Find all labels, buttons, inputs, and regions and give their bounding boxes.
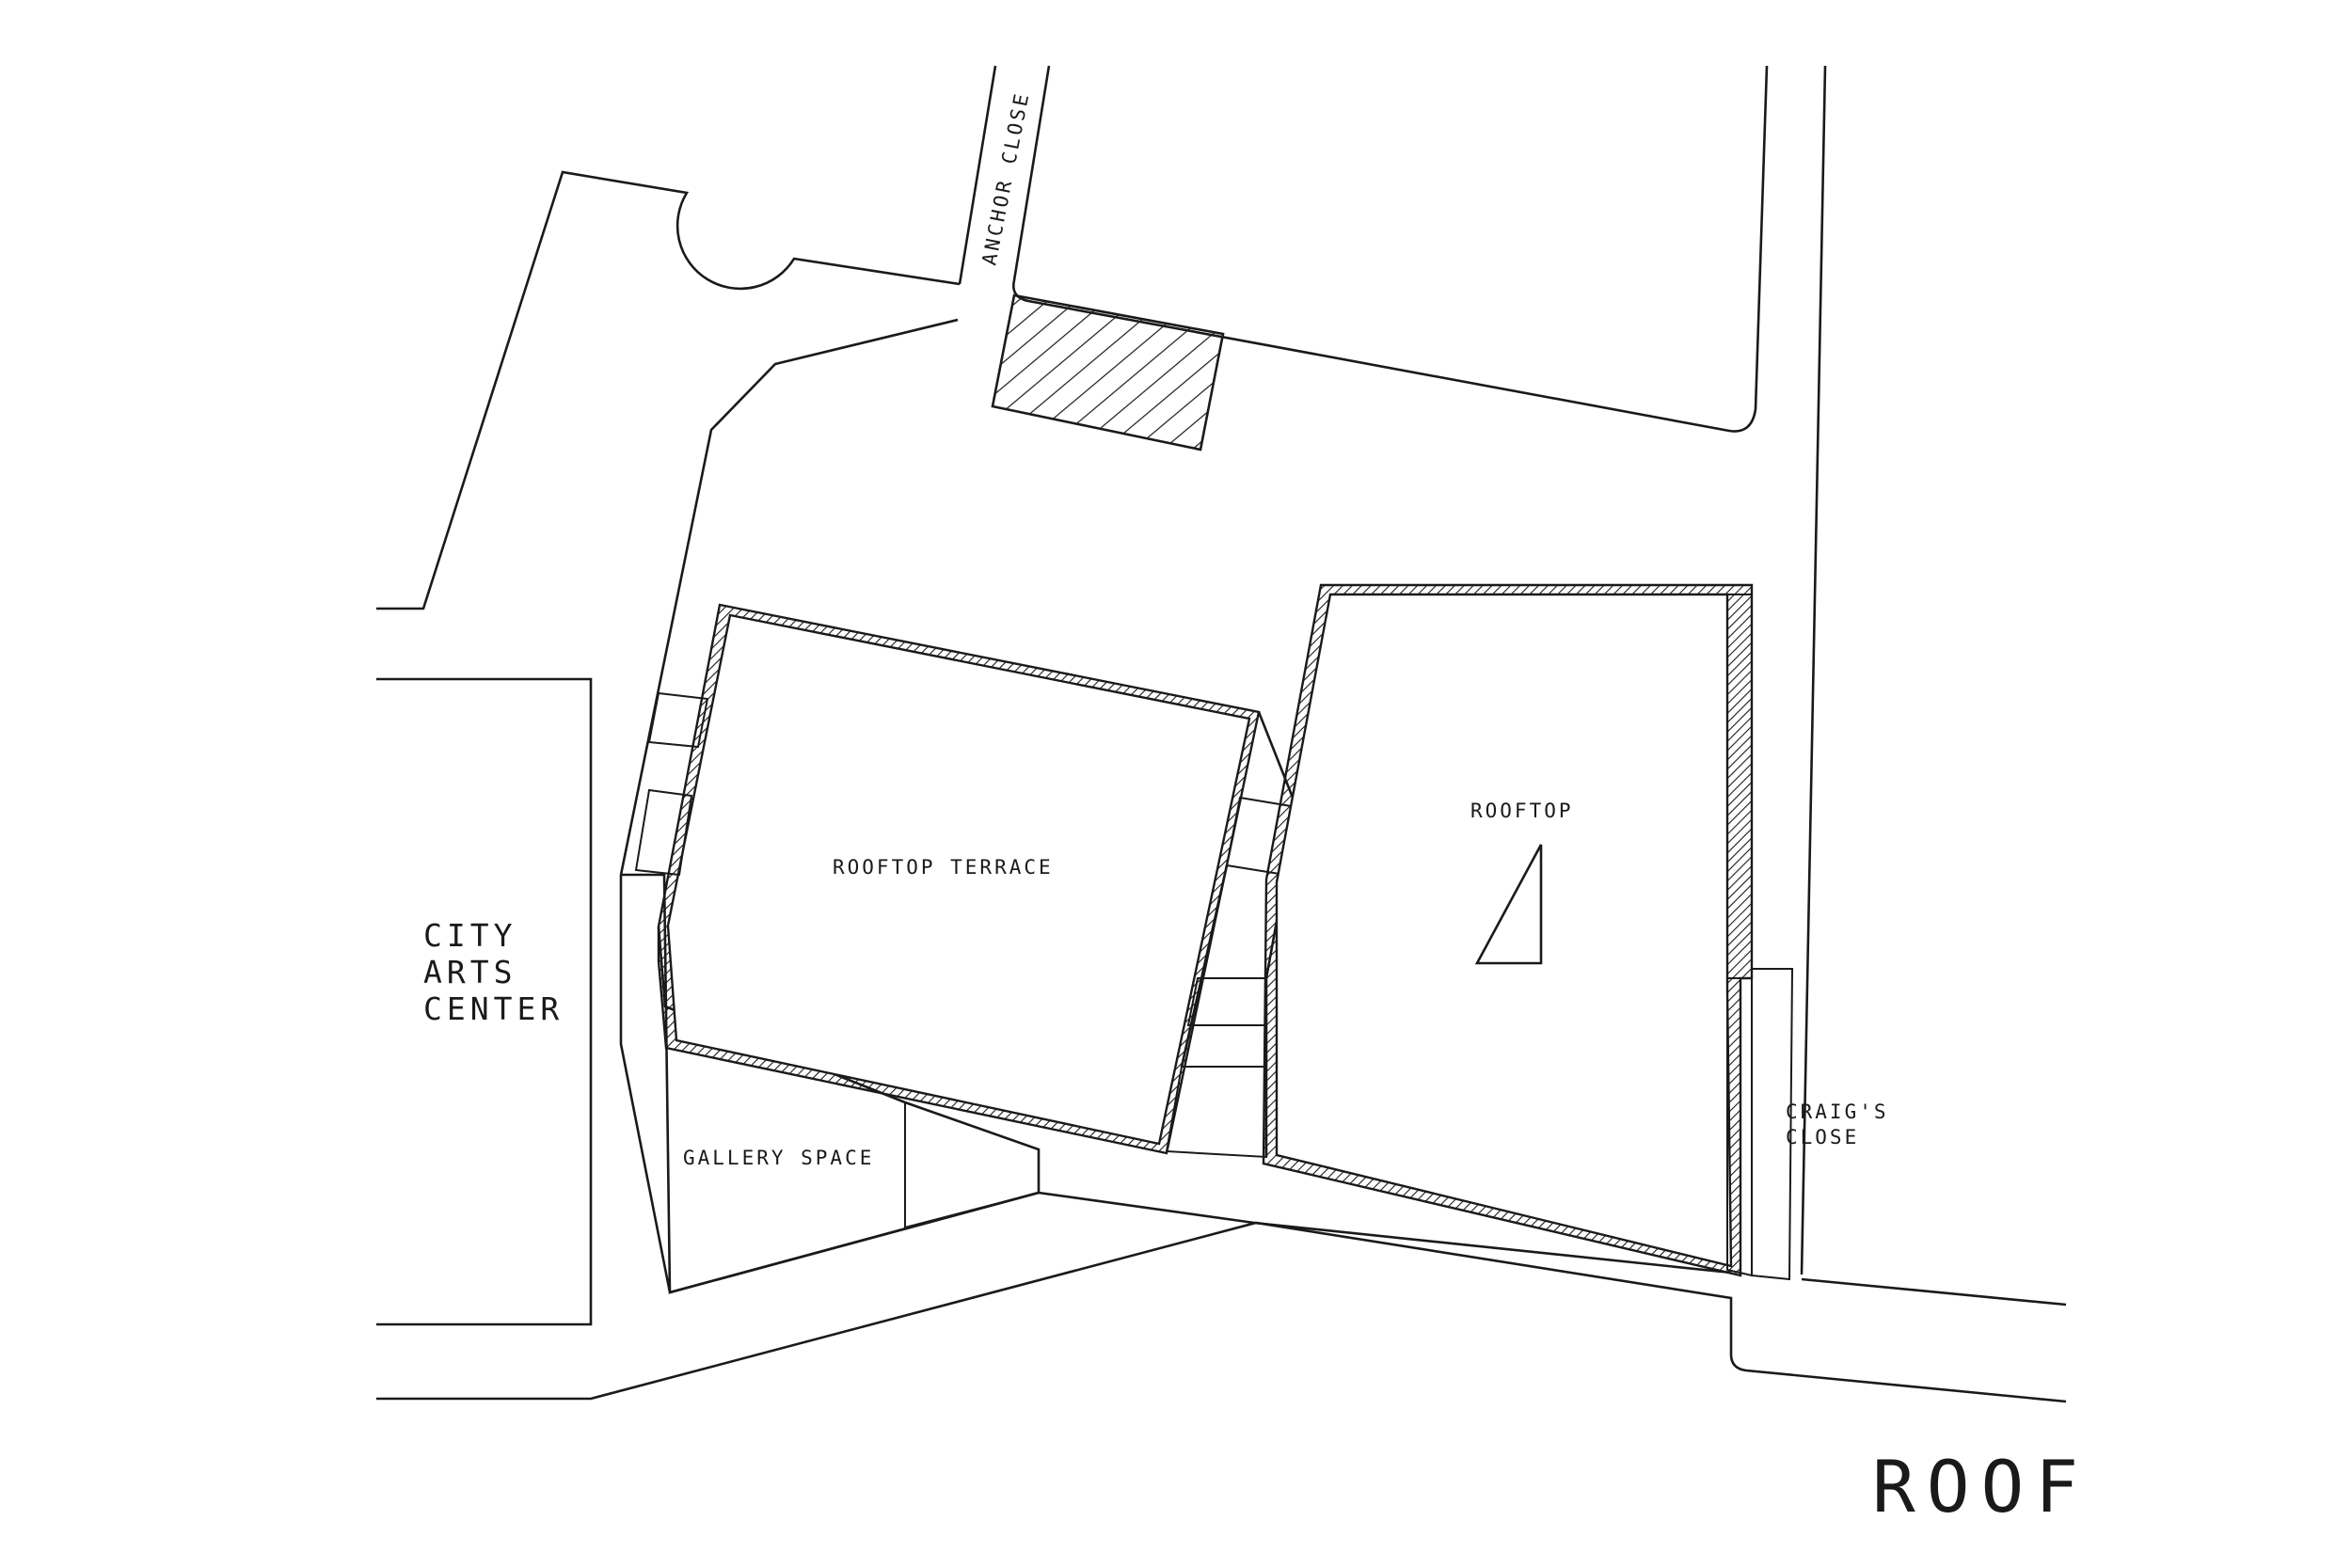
north-block-outline (1012, 65, 1769, 433)
craigs-close-line-1: CRAIG'S (1786, 1101, 1889, 1123)
city-arts-center-label: CITY ARTS CENTER (423, 917, 564, 1027)
city-arts-center-line-3: CENTER (423, 990, 564, 1027)
anchor-close-west-edge (958, 65, 997, 285)
drawing-title: ROOF (1872, 1445, 2090, 1528)
terrace-west-stair-upper (647, 691, 709, 749)
gallery-outer-wall (619, 875, 672, 1293)
city-arts-center-line-2: ARTS (423, 954, 516, 990)
craigs-close-stair (1751, 968, 1794, 1281)
street-line-southeast (1801, 1277, 2067, 1307)
plaza-line-east (1038, 1191, 1732, 1275)
street-line-northwest (376, 170, 961, 610)
middle-passage-west (1180, 864, 1229, 1068)
rooftop-label: ROOFTOP (1470, 800, 1574, 822)
rooftop-block (1262, 583, 1794, 1281)
gallery-stair (904, 1101, 1040, 1229)
gallery-space-label: GALLERY SPACE (683, 1147, 874, 1169)
street-line-west-inner (619, 318, 959, 876)
city-arts-center-line-1: CITY (423, 917, 516, 954)
street-context (376, 65, 2067, 1403)
craigs-close-line-2: CLOSE (1786, 1126, 1859, 1148)
rooftop-terrace-block (634, 603, 1261, 1155)
rooftop-triangle-marker (1474, 844, 1543, 965)
north-hatched-area (991, 293, 1225, 451)
street-line-east (1800, 65, 1827, 1275)
city-arts-center-outline (376, 677, 593, 1326)
street-line-south (376, 1221, 2067, 1403)
craigs-close-label: CRAIG'S CLOSE (1786, 1101, 1889, 1148)
terrace-west-stair-lower (634, 788, 693, 877)
rooftop-terrace-label: ROOFTOP TERRACE (833, 856, 1054, 879)
